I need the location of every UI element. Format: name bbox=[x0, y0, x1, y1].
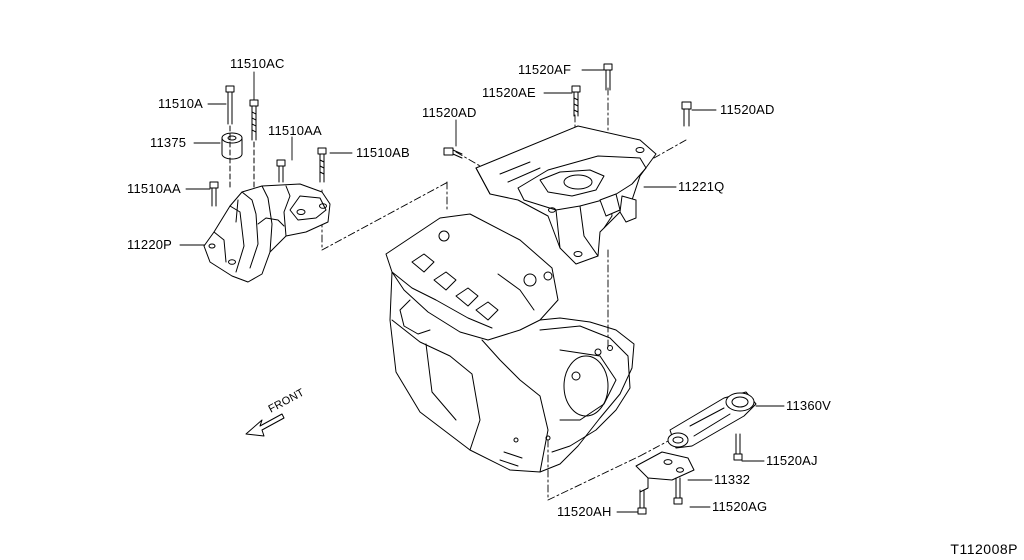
label-11520AD-left: 11520AD bbox=[422, 105, 477, 120]
label-11520AF: 11520AF bbox=[518, 62, 572, 77]
label-11510AB: 11510AB bbox=[356, 145, 410, 160]
left-bolts bbox=[209, 85, 327, 207]
label-11510AA-upper: 11510AA bbox=[268, 123, 322, 138]
label-11520AJ: 11520AJ bbox=[766, 453, 818, 468]
label-11510A: 11510A bbox=[158, 96, 204, 111]
label-11375: 11375 bbox=[150, 135, 187, 150]
label-11520AH: 11520AH bbox=[557, 504, 612, 519]
engine-assembly bbox=[385, 213, 635, 473]
label-11520AD-right: 11520AD bbox=[720, 102, 775, 117]
label-11510AC: 11510AC bbox=[230, 56, 285, 71]
diagram-id: T112008P bbox=[950, 541, 1018, 557]
label-11360V: 11360V bbox=[786, 398, 832, 413]
upper-right-mount-bracket bbox=[475, 125, 657, 265]
torque-rod bbox=[635, 391, 757, 515]
label-11221Q: 11221Q bbox=[678, 179, 725, 194]
label-11520AG: 11520AG bbox=[712, 499, 768, 514]
front-arrow bbox=[245, 413, 285, 437]
label-11220P: 11220P bbox=[127, 237, 173, 252]
upper-right-bolts bbox=[443, 63, 692, 159]
label-11332: 11332 bbox=[714, 472, 751, 487]
label-11520AE: 11520AE bbox=[482, 85, 536, 100]
left-mount-bracket bbox=[203, 183, 331, 283]
leader-lines bbox=[179, 69, 785, 513]
label-11510AA-lower: 11510AA bbox=[127, 181, 181, 196]
